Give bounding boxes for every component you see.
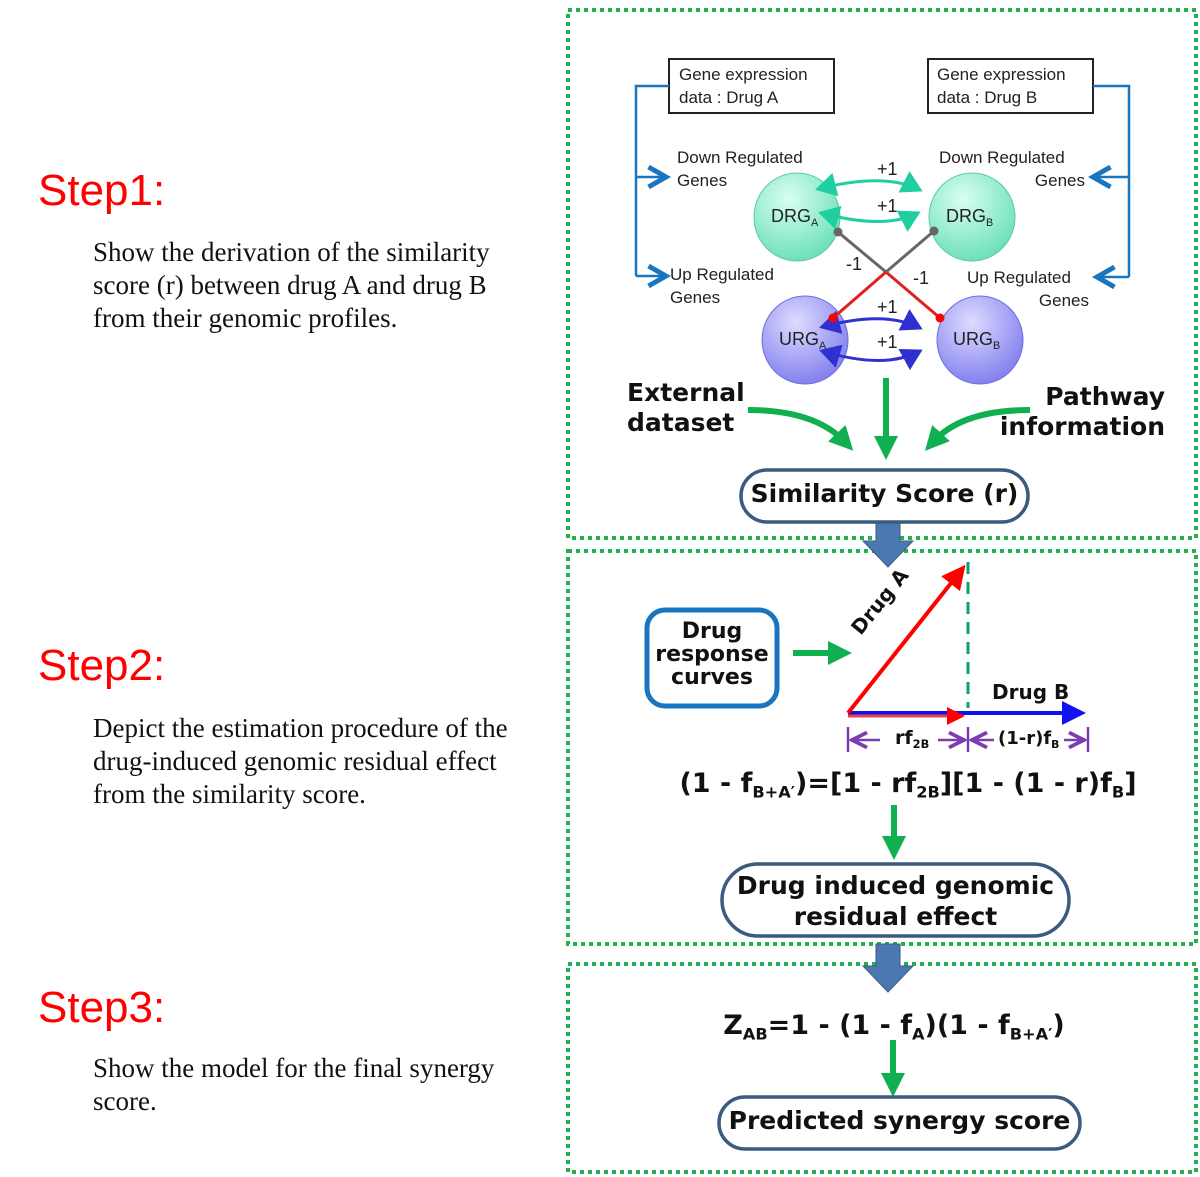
down-arrow-icon [861,522,915,568]
edge-drg-top [815,171,923,197]
green-arrow-pathway [924,407,1031,451]
edge-label: +1 [877,196,898,216]
drug-a-vector [846,564,966,715]
residual-formula: (1 - fB+A′)=[1 - rf2B][1 - (1 - r)fB] [679,768,1137,802]
dimension-1-r-fb-label: (1-r)fB [998,728,1060,751]
synergy-formula: ZAB=1 - (1 - fA)(1 - fB+A′) [723,1010,1065,1044]
step2-label: Step2: [38,641,166,690]
urg-b-label: URGB [953,329,1001,352]
edge-label: +1 [877,297,898,317]
bracket-left [634,84,669,276]
edge-label: -1 [846,254,863,274]
green-arrow-external [747,407,854,451]
dimension-rf2b-label: rf2B [895,727,930,751]
edge-cross-b [832,270,887,320]
urg-b-node [936,295,1024,385]
synergy-score-text: Predicted synergy score [728,1106,1071,1135]
gene-expression-box-a [668,58,835,114]
panel-step1-border [566,8,1198,540]
dimension-markers [846,727,1090,752]
drug-response-box [644,607,780,709]
edge-label: +1 [877,159,898,179]
edge-label: -1 [913,268,930,288]
edge-label: +1 [877,332,898,352]
synergy-score-pill [717,1095,1082,1151]
edge-drg-bottom [818,206,921,232]
gene-expression-box-b [927,58,1094,114]
step3-label: Step3: [38,983,166,1032]
drg-a-label: DRGA [771,206,819,229]
drg-b-label: DRGB [946,206,994,229]
step1-label: Step1: [38,166,166,215]
edge-cross-a [885,270,941,320]
edge-urg-top [819,309,923,334]
drg-b-node [928,172,1016,262]
residual-effect-pill [720,862,1071,938]
step1-description: Show the derivation of the similarity sc… [93,237,490,333]
step2-description: Depict the estimation procedure of the d… [93,713,508,809]
down-arrow-icon [861,943,915,993]
similarity-score-text: Similarity Score (r) [750,479,1019,508]
bracket-right [1093,84,1131,277]
drug-b-label: Drug B [992,680,1070,704]
step3-description: Show the model for the final synergy sco… [93,1053,495,1116]
similarity-score-pill [739,468,1030,524]
urg-a-label: URGA [779,329,827,352]
edge-urg-bottom [819,344,923,371]
